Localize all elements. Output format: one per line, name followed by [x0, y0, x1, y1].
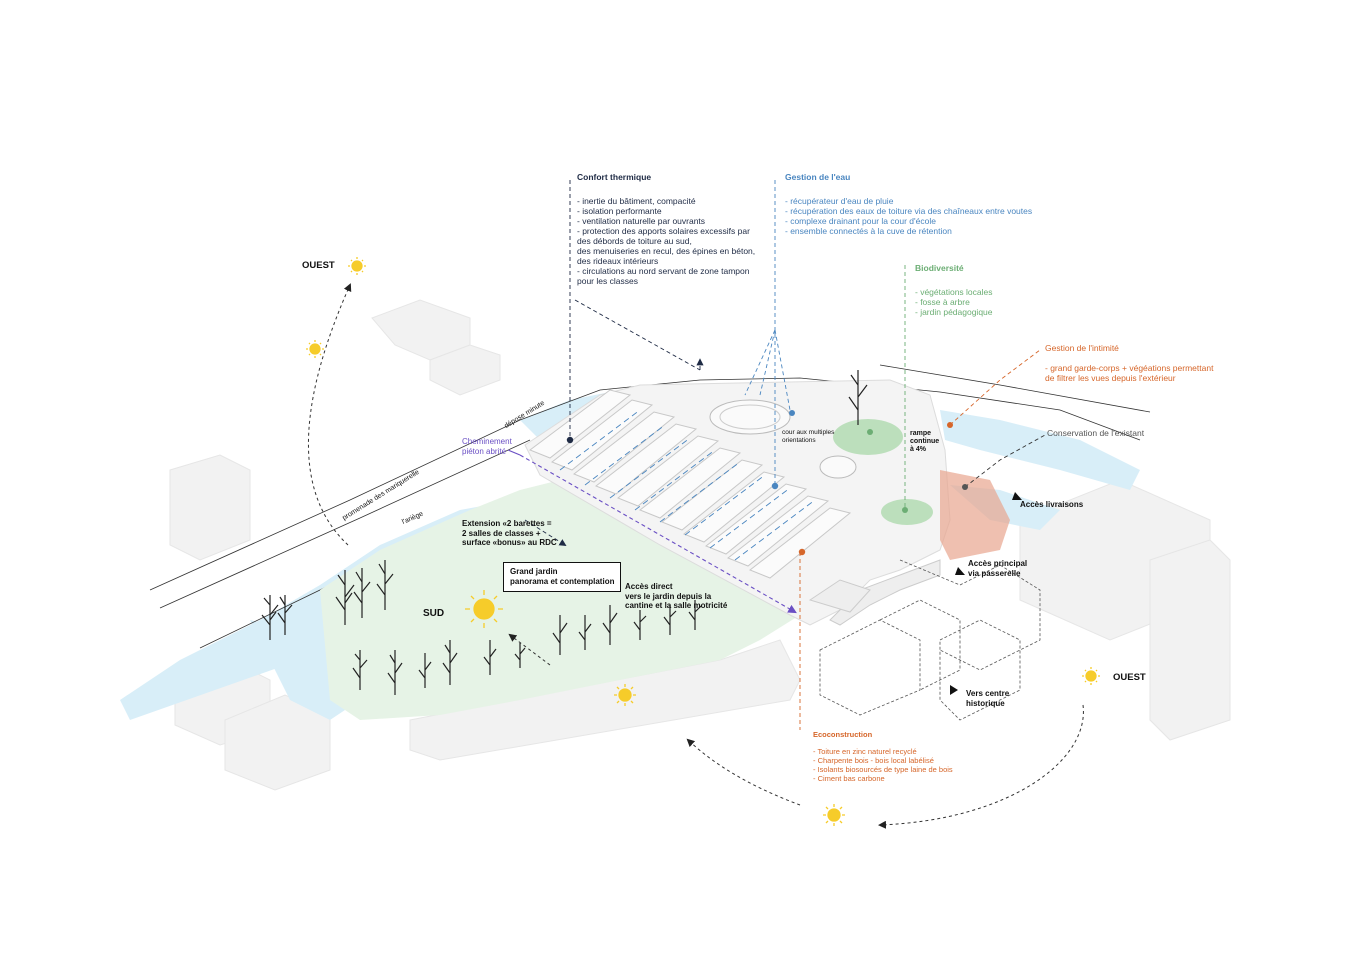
annotation-conservation: Conservation de l'existant	[1047, 428, 1144, 438]
leader-lines	[524, 180, 1046, 730]
label-cheminement: Cheminement piéton abrité	[462, 437, 512, 456]
annotation-line: - circulations au nord servant de zone t…	[577, 266, 750, 276]
label-line: surface «bonus» au RDC	[462, 538, 557, 547]
annotation-line: - ventilation naturelle par ouvrants	[577, 216, 706, 226]
label-line: Accès livraisons	[1020, 500, 1084, 509]
label-line: panorama et contemplation	[510, 577, 615, 586]
label-line: Vers centre	[966, 689, 1010, 698]
orientation-ouest-right: OUEST	[1113, 672, 1146, 683]
sun-icon	[614, 684, 636, 706]
annotation-line: - ensemble connectés à la cuve de rétent…	[785, 226, 952, 236]
label-rampe: rampe continue à 4%	[910, 430, 939, 454]
roof-water-gutters	[559, 409, 816, 561]
annotation-title: Gestion de l'eau	[785, 172, 851, 182]
annotation-title: Biodiversité	[915, 263, 964, 273]
label-line: à 4%	[910, 446, 926, 453]
annotation-title: Gestion de l'intimité	[1045, 343, 1119, 353]
leader-dots	[566, 410, 968, 556]
label-line: Extension «2 barettes =	[462, 519, 552, 528]
sheltered-path-arrow-start	[507, 449, 521, 456]
label-line: cantine et la salle motricité	[625, 601, 728, 610]
annotation-line: - récupérateur d'eau de pluie	[785, 196, 894, 206]
annotation-line: des menuiseries en recul, des épines en …	[577, 246, 756, 256]
label-line: vers le jardin depuis la	[625, 591, 712, 601]
trees	[261, 370, 868, 695]
annotation-line: - Toiture en zinc naturel recyclé	[813, 747, 917, 756]
label-grand-jardin: Grand jardin panorama et contemplation	[503, 562, 622, 592]
annotation-gestion-intimite: Gestion de l'intimité - grand garde-corp…	[1045, 343, 1213, 383]
orientation-text: OUEST	[302, 260, 335, 271]
annotation-title: Confort thermique	[577, 172, 652, 182]
annotation-ecoconstruction: Ecoconstruction - Toiture en zinc nature…	[813, 730, 953, 783]
annotation-line: - récupération des eaux de toiture via d…	[785, 206, 1033, 216]
label-acces-livraisons: Accès livraisons	[1020, 500, 1083, 510]
annotation-line: - Isolants biosourcés de type laine de b…	[813, 765, 953, 774]
annotation-line: des rideaux intérieurs	[577, 256, 659, 266]
annotation-biodiversite: Biodiversité - végétations locales - fos…	[915, 263, 993, 317]
label-line: Grand jardin	[510, 567, 558, 576]
annotation-line: - Charpente bois - bois local labélisé	[813, 756, 934, 765]
annotation-title: Ecoconstruction	[813, 730, 873, 739]
annotation-line: de filtrer les vues depuis l'extérieur	[1045, 373, 1176, 383]
garden-area	[320, 480, 800, 720]
annotation-confort-thermique: Confort thermique - inertie du bâtiment,…	[577, 172, 755, 286]
label-line: Accès direct	[625, 582, 673, 591]
label-line: via passerelle	[968, 568, 1021, 578]
label-line: cour aux multiples	[782, 429, 835, 436]
label-line: Accès principal	[968, 559, 1028, 568]
vault-roofs	[528, 389, 852, 579]
label-line: Cheminement	[462, 437, 512, 446]
label-line: 2 salles de classes +	[462, 528, 541, 538]
annotation-line: - isolation performante	[577, 206, 662, 216]
annotation-line: - végétations locales	[915, 287, 993, 297]
historic-centre-houses	[819, 559, 1041, 721]
label-cour: cour aux multiples orientations	[782, 429, 834, 445]
orientation-text: SUD	[423, 608, 445, 619]
label-line: piéton abrité	[462, 446, 507, 456]
label-line: continue	[910, 438, 940, 445]
sun-icons	[306, 257, 1100, 826]
label-line: historique	[966, 698, 1005, 708]
annotation-line: - fosse à arbre	[915, 297, 970, 307]
label-line: rampe	[910, 430, 932, 437]
sun-icon	[306, 340, 324, 358]
sun-path-arcs	[308, 283, 1084, 829]
label-vers-centre: Vers centre historique	[966, 689, 1009, 708]
annotation-line: - protection des apports solaires excess…	[577, 226, 750, 236]
sun-icon	[348, 257, 366, 275]
sun-icon	[465, 590, 503, 628]
sun-icon	[1082, 667, 1100, 685]
label-line: orientations	[782, 437, 816, 444]
orientation-ouest-left: OUEST	[302, 260, 335, 271]
annotation-line: - complexe drainant pour la cour d'école	[785, 216, 936, 226]
label-acces-direct: Accès direct vers le jardin depuis la ca…	[625, 582, 727, 611]
annotation-line: - grand garde-corps + végéations permett…	[1045, 363, 1214, 373]
orientation-text: OUEST	[1113, 672, 1146, 683]
label-acces-principal: Accès principal via passerelle	[968, 559, 1027, 578]
annotation-line: - inertie du bâtiment, compacité	[577, 196, 696, 206]
annotation-line: pour les classes	[577, 276, 638, 286]
neighbour-buildings	[169, 299, 1231, 791]
label-extension: Extension «2 barettes = 2 salles de clas…	[462, 519, 557, 548]
annotation-title: Conservation de l'existant	[1047, 428, 1145, 438]
orientation-sud: SUD	[423, 608, 444, 619]
annotation-line: - jardin pédagogique	[915, 307, 993, 317]
annotation-line: - Ciment bas carbone	[813, 774, 885, 783]
sheltered-path-arrow	[519, 454, 797, 614]
sun-icon	[823, 804, 845, 826]
access-arrows	[950, 492, 1022, 695]
annotation-gestion-eau: Gestion de l'eau - récupérateur d'eau de…	[785, 172, 1032, 236]
annotation-line: des débords de toiture au sud,	[577, 236, 692, 246]
